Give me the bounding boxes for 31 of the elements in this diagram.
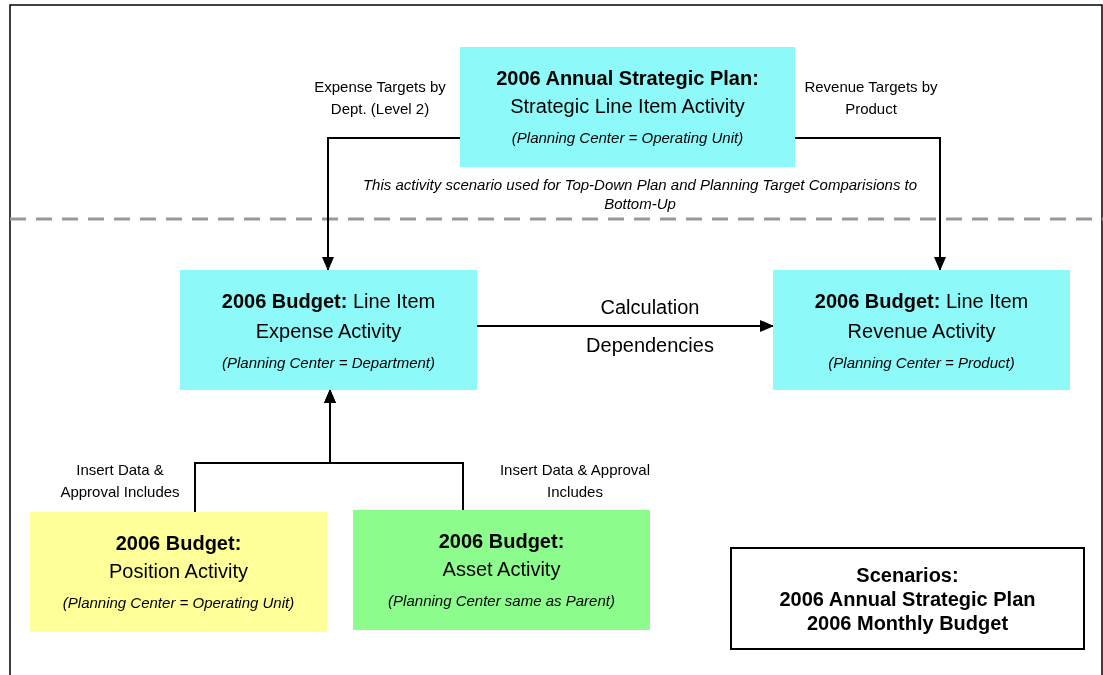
budget-box xyxy=(180,270,477,390)
budget-box xyxy=(30,512,327,632)
box-note: (Planning Center = Operating Unit) xyxy=(62,593,295,613)
edge-label: Calculation Dependencies xyxy=(585,295,715,358)
box-text: Asset Activity xyxy=(442,557,561,582)
box-note: (Planning Center = Department) xyxy=(222,353,435,373)
plan-box xyxy=(460,47,795,167)
arrow xyxy=(794,137,946,271)
box-title: 2006 Budget: xyxy=(438,529,565,554)
box-note: (Planning Center = Product) xyxy=(828,353,1015,373)
arrow xyxy=(322,137,461,271)
scenario-text: Scenarios: xyxy=(856,562,959,587)
box-text: 2006 Budget: Line Item Revenue Activity xyxy=(813,289,1030,344)
budget-box xyxy=(773,270,1070,390)
box-title: 2006 Annual Strategic Plan: xyxy=(496,66,759,91)
edge-label: Revenue Targets by Product xyxy=(803,77,939,119)
box-note: (Planning Center = Operating Unit) xyxy=(511,128,744,148)
box-title: 2006 Budget: xyxy=(115,531,242,556)
box-text: Position Activity xyxy=(109,559,248,584)
arrow xyxy=(324,389,464,511)
arrow xyxy=(476,320,774,332)
edge-label: Insert Data & Approval Includes xyxy=(498,460,652,502)
budget-box xyxy=(353,510,650,630)
box-text: 2006 Budget: Line Item Expense Activity xyxy=(220,289,437,344)
box-text: Strategic Line Item Activity xyxy=(510,94,745,119)
edge-label: Insert Data & Approval Includes xyxy=(59,460,181,502)
scenario-text: 2006 Monthly Budget xyxy=(806,610,1009,635)
box-note: (Planning Center same as Parent) xyxy=(388,591,615,611)
scenario-text: 2006 Annual Strategic Plan xyxy=(779,586,1036,611)
edge-label: Expense Targets by Dept. (Level 2) xyxy=(313,77,447,119)
scenarios-box xyxy=(730,547,1085,650)
